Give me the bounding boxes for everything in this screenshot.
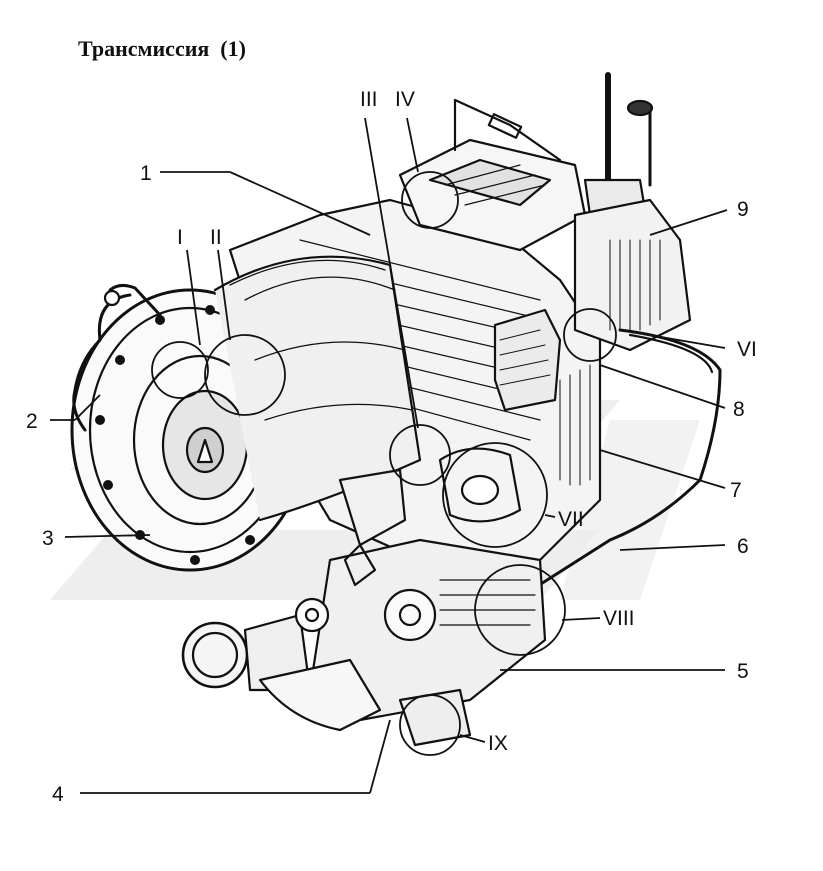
callout-4: 4	[52, 783, 64, 806]
callout-roman-III: III	[360, 88, 378, 111]
detail-circle-II	[204, 334, 286, 416]
callout-1: 1	[140, 162, 152, 185]
detail-circle-III	[389, 424, 451, 486]
callout-9: 9	[737, 198, 749, 221]
callout-roman-IX: IX	[488, 732, 508, 755]
detail-circle-I	[151, 341, 209, 399]
detail-circle-IX	[399, 694, 461, 756]
oil-pipeline	[418, 328, 722, 652]
callout-roman-VII: VII	[558, 508, 584, 531]
control-valve-block	[573, 198, 692, 352]
transmission-illustration	[70, 72, 722, 747]
callout-7: 7	[730, 479, 742, 502]
callout-8: 8	[733, 398, 745, 421]
callout-labels: 1 2 3 4 5 6 7 8 9 I II III IV VI VII VII…	[26, 88, 757, 806]
callout-2: 2	[26, 410, 38, 433]
callout-roman-VIII: VIII	[603, 607, 635, 630]
callout-3: 3	[42, 527, 54, 550]
detail-circle-VII	[442, 442, 548, 548]
callout-6: 6	[737, 535, 749, 558]
detail-circle-IV	[401, 171, 459, 229]
hose	[72, 293, 132, 432]
callout-5: 5	[737, 660, 749, 683]
detail-circles	[151, 171, 617, 756]
callout-roman-II: II	[210, 226, 222, 249]
callout-roman-IV: IV	[395, 88, 415, 111]
detail-circle-VI	[563, 308, 617, 362]
leader-lines	[50, 117, 728, 794]
detail-circle-VIII	[474, 564, 566, 656]
page-title: Трансмиссия (1)	[78, 36, 246, 61]
callout-roman-VI: VI	[737, 338, 757, 361]
callout-roman-I: I	[177, 226, 183, 249]
